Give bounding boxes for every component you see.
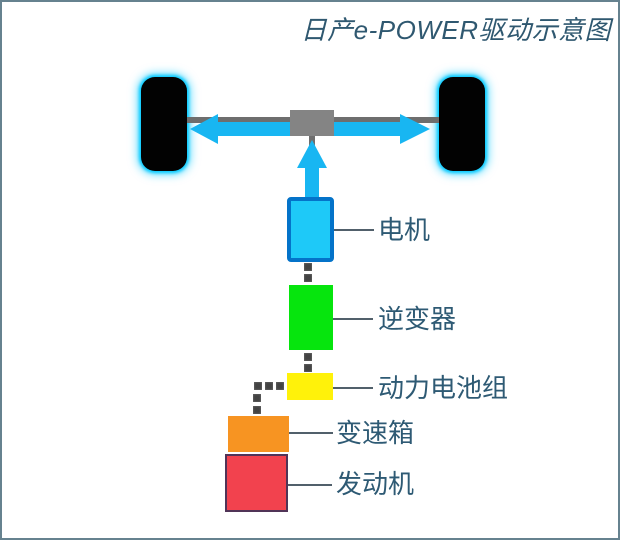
connector-dot bbox=[254, 382, 262, 390]
battery-box bbox=[287, 373, 333, 400]
engine-label: 发动机 bbox=[336, 469, 415, 499]
battery-label: 动力电池组 bbox=[378, 373, 509, 403]
connector-dot bbox=[276, 382, 284, 390]
connector-dot bbox=[304, 364, 312, 372]
right-drive-arrow-icon bbox=[400, 114, 430, 144]
left-wheel-icon bbox=[141, 77, 187, 171]
connector-dot bbox=[265, 382, 273, 390]
differential-box bbox=[290, 110, 334, 136]
up-drive-arrow-shaft bbox=[305, 166, 319, 198]
motor-box bbox=[287, 197, 334, 262]
connector-dot bbox=[304, 274, 312, 282]
right-wheel-icon bbox=[439, 77, 485, 171]
connector-dot bbox=[304, 263, 312, 271]
engine-box bbox=[225, 454, 288, 512]
up-drive-arrow-icon bbox=[297, 140, 327, 168]
connector-dot bbox=[253, 406, 261, 414]
inverter-box bbox=[289, 285, 333, 350]
connector-dot bbox=[253, 394, 261, 402]
left-drive-arrow-shaft bbox=[214, 122, 294, 136]
motor-label: 电机 bbox=[378, 215, 431, 245]
motor-leader-line bbox=[334, 229, 374, 231]
inverter-label: 逆变器 bbox=[378, 304, 457, 334]
battery-leader-line bbox=[333, 387, 373, 389]
gearbox-leader-line bbox=[289, 432, 333, 434]
inverter-leader-line bbox=[333, 318, 373, 320]
connector-dot bbox=[304, 353, 312, 361]
gearbox-label: 变速箱 bbox=[336, 418, 415, 448]
diagram-title: 日产e-POWER驱动示意图 bbox=[300, 15, 611, 45]
engine-leader-line bbox=[288, 484, 332, 486]
right-drive-arrow-shaft bbox=[332, 122, 402, 136]
left-drive-arrow-icon bbox=[190, 114, 218, 144]
gearbox-box bbox=[228, 416, 289, 452]
